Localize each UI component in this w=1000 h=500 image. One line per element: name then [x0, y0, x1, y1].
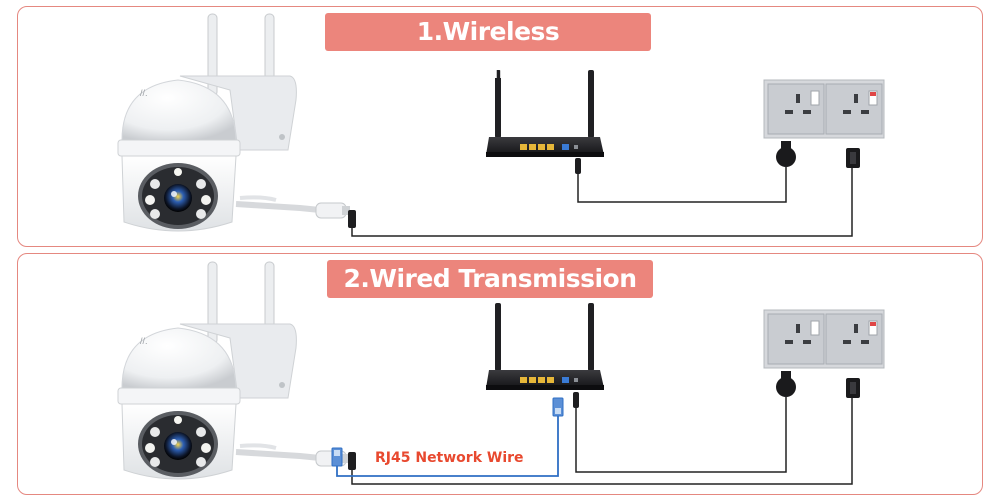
wireless-wall-socket-icon: [763, 79, 885, 139]
wired-power-adapter-icon: [776, 371, 860, 398]
rj45-network-cable: [336, 416, 559, 477]
wireless-power-cables: [351, 160, 853, 237]
rj45-cable-label: RJ45 Network Wire: [375, 450, 524, 466]
wired-router-icon: [486, 303, 604, 390]
wireless-camera-icon: [118, 14, 350, 231]
wired-dc-plug-icon: [348, 392, 579, 470]
wireless-power-adapter-icon: [776, 141, 860, 168]
wireless-dc-plug-icon: [348, 158, 581, 228]
wired-title: 2.Wired Transmission: [327, 260, 653, 298]
wired-wall-socket-icon: [763, 309, 885, 369]
wired-power-cables: [351, 394, 853, 485]
wireless-title: 1.Wireless Transmission: [325, 13, 651, 84]
rj45-connector-icon: [331, 397, 564, 467]
wired-camera-icon: [118, 262, 350, 479]
